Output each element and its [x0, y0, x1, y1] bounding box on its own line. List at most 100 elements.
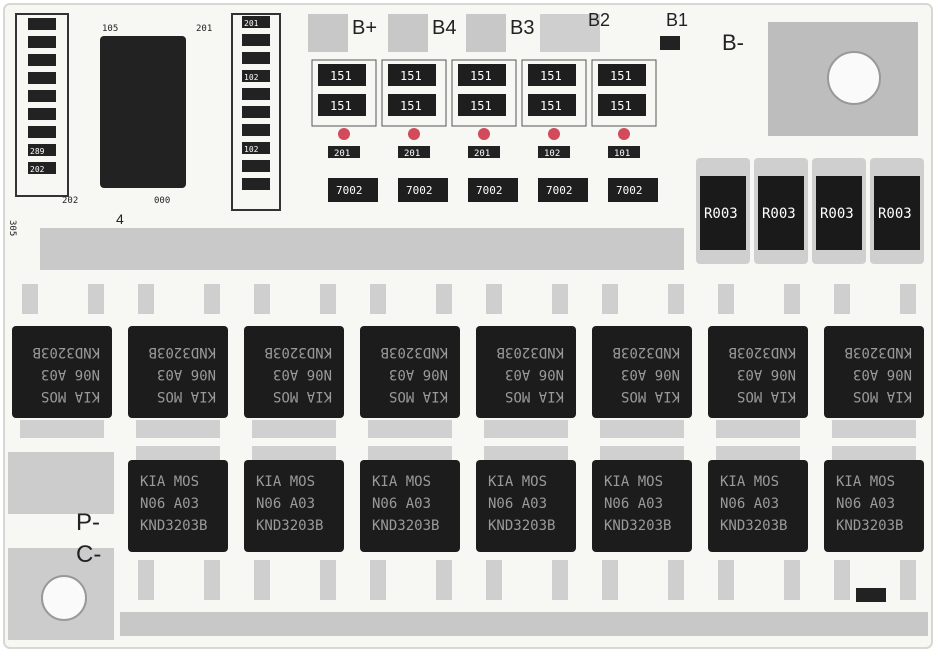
trace-bar-top [40, 228, 684, 270]
power-mosfet [476, 326, 576, 418]
mosfet-mark: N06 A03 [157, 366, 216, 382]
mosfet-lead [834, 284, 850, 314]
mosfet-lead [602, 284, 618, 314]
mosfet-mark: N06 A03 [853, 366, 912, 382]
mosfet-mark: KIA MOS [157, 388, 216, 404]
small-smd-mark: 102 [544, 149, 560, 159]
balance-led [618, 128, 630, 140]
mosfet-tab [832, 420, 916, 438]
mosfet-mark: KND3203B [33, 344, 100, 360]
right-col-resistor [242, 70, 270, 82]
right-col-resistor [242, 124, 270, 136]
mark-000: 000 [154, 196, 170, 206]
balance-resistor-top [458, 64, 506, 86]
balance-cell [451, 59, 517, 127]
mosfet-mark: KND3203B [381, 344, 448, 360]
power-mosfet [708, 326, 808, 418]
left-col-resistor [28, 54, 56, 66]
right-col-resistor [242, 160, 270, 172]
power-mosfet [824, 326, 924, 418]
balance-resistor-mid [388, 94, 436, 116]
shunt-mark: R003 [820, 206, 854, 222]
mosfet-mark: KND3203B [497, 344, 564, 360]
left-col-resistor [28, 162, 56, 174]
left-col-mark: 202 [30, 165, 45, 174]
mosfet-mark: KND3203B [613, 344, 680, 360]
right-col-resistor [242, 16, 270, 28]
power-mosfet [244, 460, 344, 552]
label-b-minus: B- [722, 30, 744, 55]
shunt-mark: R003 [878, 206, 912, 222]
mosfet-mark: KIA MOS [621, 388, 680, 404]
mosfet-small [468, 178, 518, 202]
power-mosfet [708, 460, 808, 552]
left-col-resistor [28, 36, 56, 48]
pad-b3 [466, 14, 506, 52]
mosfet-lead [370, 560, 386, 600]
power-mosfet [244, 326, 344, 418]
mosfet-tab [484, 420, 568, 438]
balance-resistor-mid [458, 94, 506, 116]
mosfet-mark: KIA MOS [273, 388, 332, 404]
small-smd-mark: 201 [474, 149, 490, 159]
mosfet-small-mark: 7002 [336, 184, 363, 197]
balance-resistor-top [598, 64, 646, 86]
balance-resistor-top-mark: 151 [610, 69, 632, 83]
mosfet-mark: KND3203B [265, 344, 332, 360]
shunt-mark: R003 [704, 206, 738, 222]
balance-resistor-mid-mark: 151 [470, 99, 492, 113]
right-col-resistor [242, 178, 270, 190]
mosfet-tab [832, 446, 916, 464]
mount-hole-top [827, 51, 881, 105]
mosfet-tab [252, 446, 336, 464]
mosfet-lead [668, 560, 684, 600]
mosfet-tab [136, 420, 220, 438]
small-smd-mark: 201 [404, 149, 420, 159]
mosfet-mark: N06 A03 [621, 366, 680, 382]
mosfet-lead [784, 284, 800, 314]
mosfet-small-mark: 7002 [546, 184, 573, 197]
bottom-small-smd [856, 588, 886, 602]
small-smd-mark: 201 [334, 149, 350, 159]
mosfet-lead [254, 560, 270, 600]
mark-0: 0 [666, 40, 671, 50]
mosfet-mark: N06 A03 [41, 366, 100, 382]
mosfet-lead [552, 284, 568, 314]
shunt-resistor [874, 176, 920, 250]
mosfet-mark: N06 A03 [836, 496, 895, 512]
tiny-smd [660, 36, 680, 50]
mosfet-tab [716, 446, 800, 464]
mosfet-mark: N06 A03 [488, 496, 547, 512]
right-col-resistor [242, 106, 270, 118]
shunt-resistor [816, 176, 862, 250]
small-smd-mark: 101 [614, 149, 630, 159]
balance-resistor-mid-mark: 151 [400, 99, 422, 113]
mosfet-mark: KND3203B [488, 518, 555, 534]
small-smd [328, 146, 360, 158]
left-col-resistor [28, 90, 56, 102]
left-resistor-column [15, 13, 69, 197]
mark-105-top: 105 [102, 24, 118, 34]
power-mosfet [476, 460, 576, 552]
balance-resistor-top-mark: 151 [330, 69, 352, 83]
mosfet-small-mark: 7002 [476, 184, 503, 197]
right-col-mark: 201 [244, 19, 259, 28]
mosfet-lead [320, 284, 336, 314]
power-mosfet [360, 326, 460, 418]
right-col-resistor [242, 52, 270, 64]
mosfet-mark: N06 A03 [720, 496, 779, 512]
mosfet-mark: KIA MOS [256, 474, 315, 490]
mosfet-tab [136, 446, 220, 464]
power-mosfet [592, 460, 692, 552]
balance-resistor-mid-mark: 151 [610, 99, 632, 113]
mark-105-bottom: 105 [862, 592, 878, 602]
mosfet-lead [718, 560, 734, 600]
mosfet-mark: KND3203B [720, 518, 787, 534]
mosfet-tab [368, 420, 452, 438]
mosfet-tab [252, 420, 336, 438]
left-col-resistor [28, 72, 56, 84]
shunt-resistor [758, 176, 804, 250]
right-col-resistor [242, 34, 270, 46]
p-minus-pad [8, 452, 114, 514]
balance-led [478, 128, 490, 140]
